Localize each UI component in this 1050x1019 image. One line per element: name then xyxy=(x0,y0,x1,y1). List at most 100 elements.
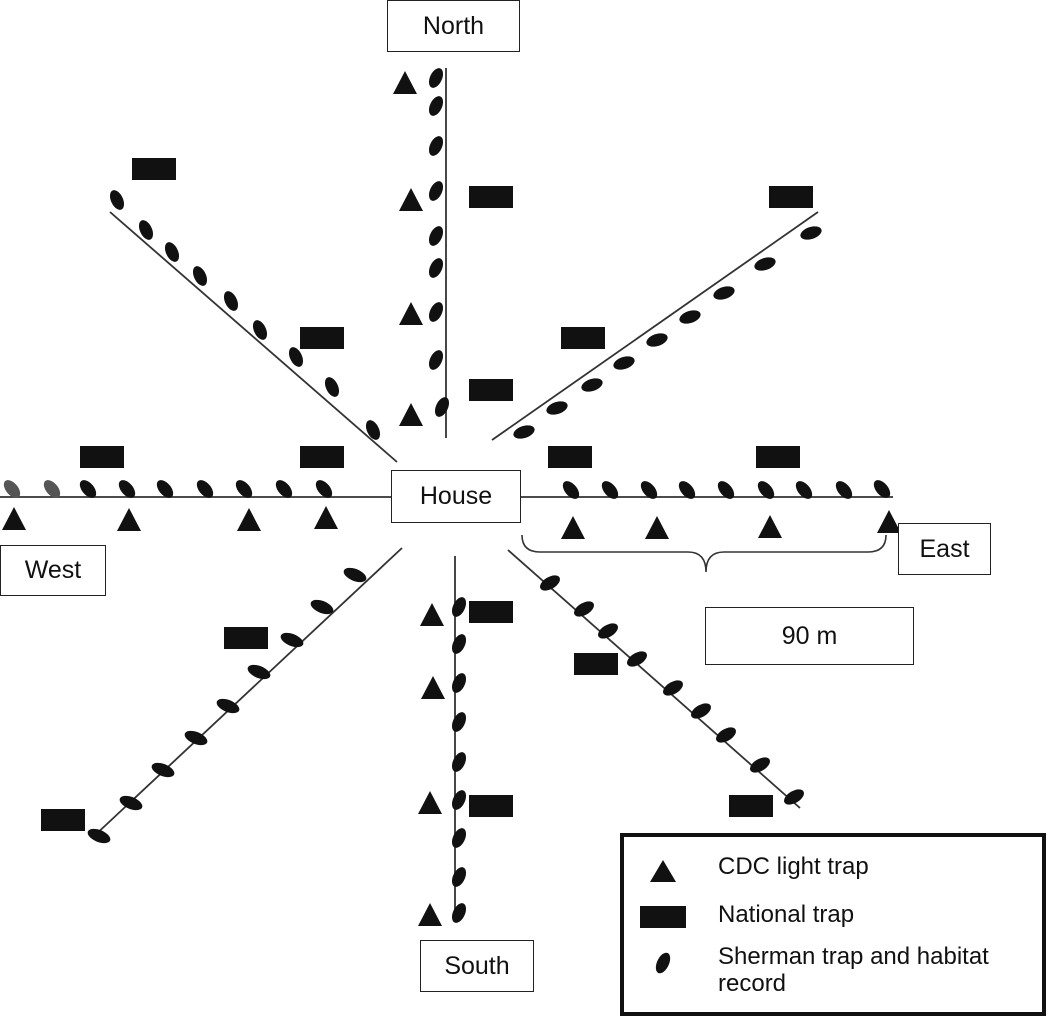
transect-lines xyxy=(0,68,893,922)
legend-label-sherman: Sherman trap and habitat record xyxy=(718,943,989,997)
sherman-trap xyxy=(119,795,143,811)
sherman-trap xyxy=(613,356,635,370)
transect-line-northwest xyxy=(109,211,398,463)
rectangle-icon xyxy=(638,906,688,928)
sherman-trap xyxy=(343,567,367,583)
national-trap xyxy=(300,327,344,349)
sherman-trap xyxy=(795,481,813,499)
national-trap xyxy=(469,186,513,208)
west-text: West xyxy=(24,556,82,584)
sherman-trap xyxy=(451,597,467,617)
oval-icon xyxy=(638,949,688,977)
sherman-trap xyxy=(428,350,444,370)
national-trap xyxy=(300,446,344,468)
sherman-trap xyxy=(216,698,240,714)
sherman-trap xyxy=(428,68,444,88)
sherman-trap xyxy=(581,378,603,392)
sherman-trap xyxy=(223,291,239,311)
sherman-trap xyxy=(873,480,891,498)
sherman-trap xyxy=(451,867,467,887)
sherman-trap xyxy=(562,481,580,499)
sherman-trap xyxy=(750,757,770,773)
cdc-light-trap xyxy=(117,508,141,531)
sherman-trap xyxy=(428,96,444,116)
house-label: House xyxy=(391,470,521,523)
distance-brace xyxy=(521,534,887,573)
national-trap xyxy=(224,627,268,649)
south-label: South xyxy=(420,940,534,992)
sherman-trap xyxy=(513,425,535,439)
national-trap xyxy=(132,158,176,180)
sherman-trap xyxy=(156,480,174,498)
distance-text: 90 m xyxy=(781,621,838,650)
cdc-light-trap xyxy=(421,676,445,699)
distance-label: 90 m xyxy=(705,607,914,665)
national-trap xyxy=(561,327,605,349)
sherman-trap xyxy=(646,333,668,347)
sherman-trap xyxy=(451,790,467,810)
transect-line-northeast xyxy=(491,211,819,441)
national-trap xyxy=(41,809,85,831)
legend: CDC light trap National trap Sherman tra… xyxy=(620,833,1046,1016)
sherman-trap xyxy=(118,480,136,498)
sherman-trap xyxy=(800,226,822,240)
sherman-trap xyxy=(835,481,853,499)
sherman-trap xyxy=(678,481,696,499)
sherman-trap xyxy=(451,673,467,693)
sherman-trap xyxy=(754,257,776,271)
north-text: North xyxy=(422,11,485,40)
cdc-light-trap xyxy=(418,791,442,814)
national-trap xyxy=(469,795,513,817)
sherman-trap xyxy=(717,481,735,499)
national-trap xyxy=(574,653,618,675)
sherman-trap xyxy=(109,190,125,210)
sherman-trap xyxy=(315,480,333,498)
sherman-trap xyxy=(428,258,444,278)
sherman-trap xyxy=(138,220,154,240)
sherman-trap xyxy=(235,480,253,498)
sherman-trap xyxy=(716,727,736,743)
sherman-trap xyxy=(451,903,467,923)
sherman-trap xyxy=(196,480,214,498)
sherman-trap xyxy=(691,703,711,719)
sherman-trap xyxy=(428,136,444,156)
sherman-trap xyxy=(546,401,568,415)
sherman-trap xyxy=(247,664,271,680)
sherman-trap xyxy=(288,347,304,367)
sherman-trap xyxy=(601,481,619,499)
sherman-trap xyxy=(310,599,334,615)
sherman-trap xyxy=(87,828,111,844)
sherman-trap xyxy=(3,480,21,498)
national-trap xyxy=(729,795,773,817)
sherman-trap xyxy=(679,310,701,324)
sherman-trap xyxy=(428,226,444,246)
national-trap xyxy=(756,446,800,468)
sherman-trap xyxy=(324,377,340,397)
sherman-trap xyxy=(275,480,293,498)
triangle-icon xyxy=(638,859,688,883)
sherman-trap xyxy=(574,601,594,617)
cdc-light-trap xyxy=(2,507,26,530)
cdc-light-trap xyxy=(420,603,444,626)
sherman-trap xyxy=(451,634,467,654)
national-trap xyxy=(548,446,592,468)
sherman-trap xyxy=(713,286,735,300)
east-label: East xyxy=(898,523,991,575)
north-label: North xyxy=(387,0,520,52)
sherman-trap xyxy=(434,397,450,417)
sherman-trap xyxy=(428,302,444,322)
cdc-light-trap xyxy=(399,403,423,426)
cdc-light-trap xyxy=(399,302,423,325)
cdc-light-trap xyxy=(399,188,423,211)
national-trap xyxy=(469,601,513,623)
cdc-light-trap xyxy=(393,71,417,94)
sherman-trap xyxy=(451,752,467,772)
sherman-trap xyxy=(365,420,381,440)
sherman-trap xyxy=(192,266,208,286)
cdc-light-trap xyxy=(237,508,261,531)
transect-line-southwest xyxy=(91,547,403,839)
sherman-trap xyxy=(164,242,180,262)
legend-label-national: National trap xyxy=(718,901,855,928)
national-trap xyxy=(469,379,513,401)
